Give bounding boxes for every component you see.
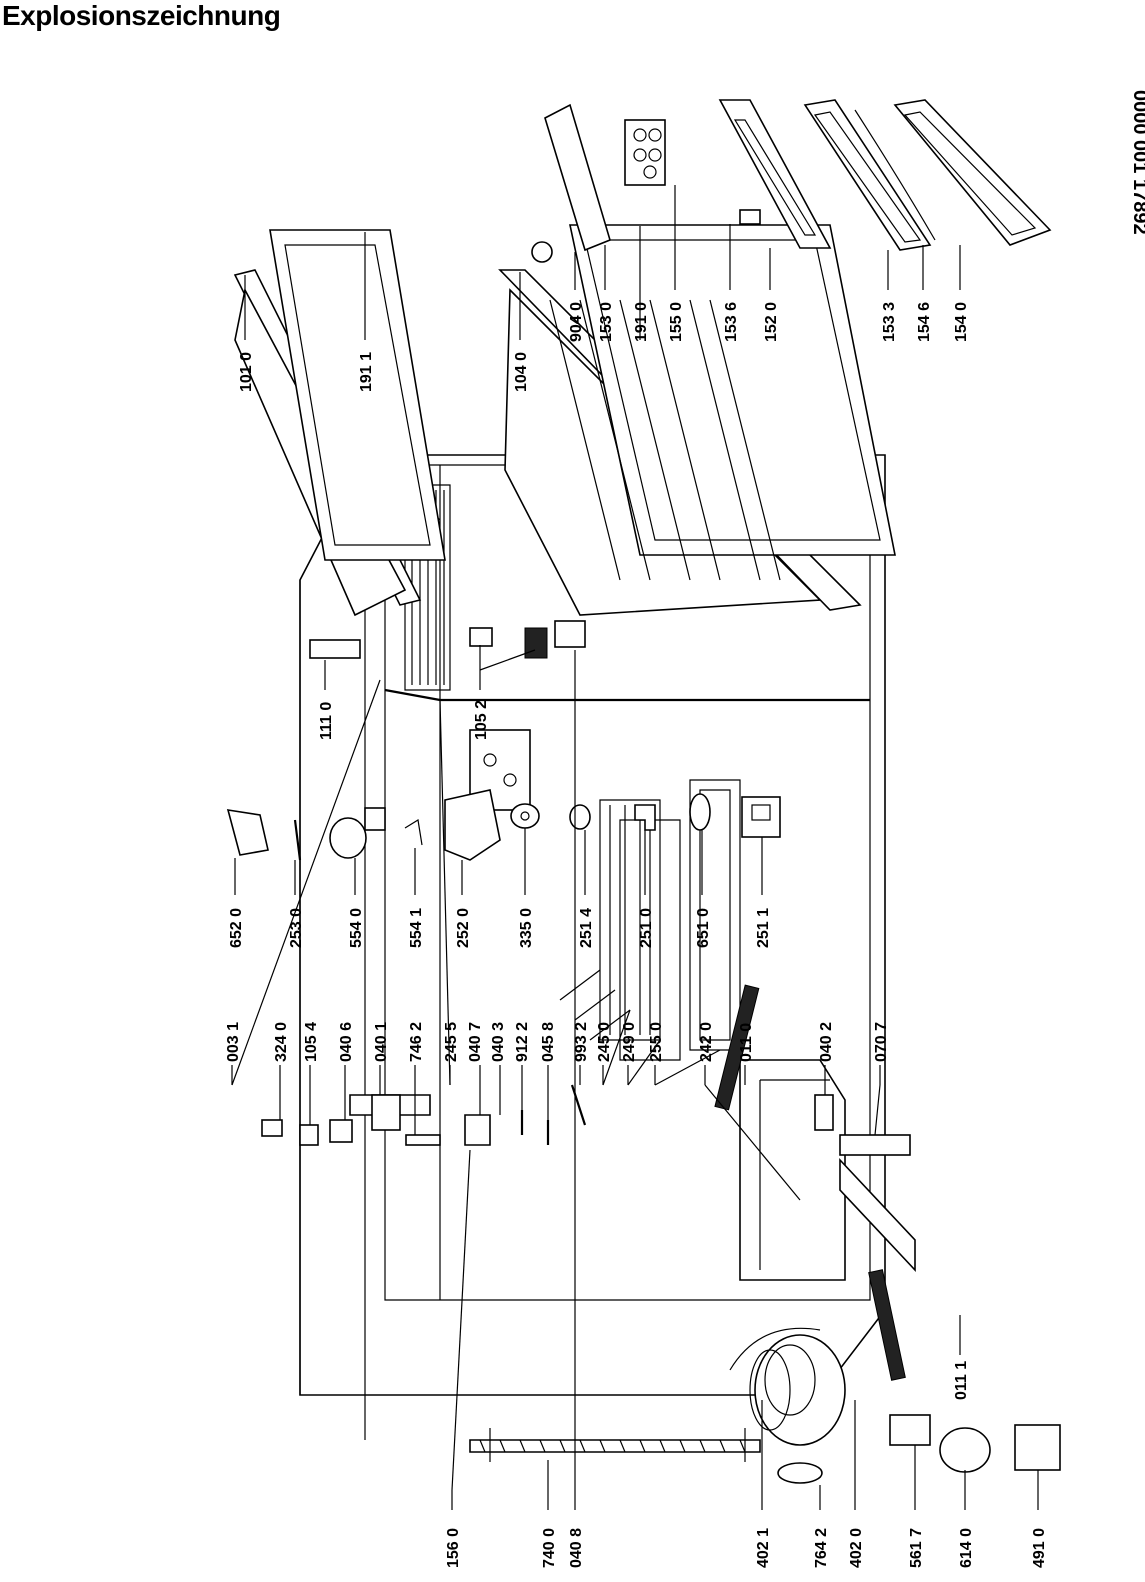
label-045-8: 045 8	[540, 1022, 557, 1062]
label-011-1: 011 1	[953, 1361, 970, 1400]
condenser	[469, 1428, 761, 1462]
label-904-0: 904 0	[568, 302, 585, 342]
part-labels: 003 1 324 0 105 4 040 6 040 1 746 2 245 …	[225, 302, 1048, 1568]
label-252-0: 252 0	[455, 908, 472, 948]
label-154-0: 154 0	[953, 302, 970, 342]
label-764-2: 764 2	[813, 1528, 830, 1568]
label-152-0: 152 0	[763, 302, 780, 342]
label-324-0: 324 0	[273, 1022, 290, 1062]
label-040-7: 040 7	[467, 1022, 484, 1062]
label-251-4: 251 4	[578, 908, 595, 948]
label-011-0: 011 0	[738, 1023, 755, 1062]
label-993-2: 993 2	[573, 1022, 590, 1062]
document-number: 0000 001 17892	[1129, 90, 1145, 235]
label-245-0: 245 0	[596, 1022, 613, 1062]
label-154-6: 154 6	[916, 302, 933, 342]
label-040-1: 040 1	[373, 1022, 390, 1062]
label-153-6: 153 6	[723, 302, 740, 342]
label-652-0: 652 0	[228, 908, 245, 948]
label-070-7: 070 7	[873, 1022, 890, 1062]
label-003-1: 003 1	[225, 1022, 242, 1062]
label-242-0: 242 0	[698, 1022, 715, 1062]
label-251-1: 251 1	[755, 908, 772, 948]
label-740-0: 740 0	[541, 1528, 558, 1568]
label-105-2: 105 2	[473, 700, 490, 740]
label-105-4: 105 4	[303, 1022, 320, 1062]
label-040-8: 040 8	[568, 1528, 585, 1568]
label-912-2: 912 2	[514, 1022, 531, 1062]
label-491-0: 491 0	[1031, 1528, 1048, 1568]
label-651-0: 651 0	[695, 908, 712, 948]
label-156-0: 156 0	[445, 1528, 462, 1568]
page-title: Explosionszeichnung	[2, 0, 281, 31]
label-040-6: 040 6	[338, 1022, 355, 1062]
label-251-0: 251 0	[638, 908, 655, 948]
freezer-door	[233, 229, 446, 659]
label-245-5: 245 5	[443, 1022, 460, 1062]
compressor	[729, 1327, 846, 1446]
label-554-1: 554 1	[408, 908, 425, 948]
label-554-0: 554 0	[348, 908, 365, 948]
middle-parts	[226, 789, 781, 861]
label-111-0: 111 0	[318, 702, 335, 740]
label-561-7: 561 7	[908, 1528, 925, 1568]
label-153-3: 153 3	[881, 302, 898, 342]
label-614-0: 614 0	[958, 1528, 975, 1568]
label-402-1: 402 1	[755, 1528, 772, 1568]
label-155-0: 155 0	[668, 302, 685, 342]
door-bins	[531, 99, 1052, 263]
cabinet-small-parts	[261, 620, 1061, 1484]
label-255-0: 255 0	[648, 1022, 665, 1062]
label-253-0: 253 0	[288, 908, 305, 948]
label-191-1: 191 1	[358, 352, 375, 392]
label-335-0: 335 0	[518, 908, 535, 948]
label-249-0: 249 0	[621, 1022, 638, 1062]
label-153-0: 153 0	[598, 302, 615, 342]
label-101-0: 101 0	[238, 352, 255, 392]
label-746-2: 746 2	[408, 1022, 425, 1062]
label-191-0: 191 0	[633, 302, 650, 342]
label-104-0: 104 0	[513, 352, 530, 392]
leader-lines	[231, 185, 1039, 1510]
label-402-0: 402 0	[848, 1528, 865, 1568]
fridge-door	[469, 224, 896, 659]
label-040-2: 040 2	[818, 1022, 835, 1062]
label-040-3: 040 3	[490, 1022, 507, 1062]
